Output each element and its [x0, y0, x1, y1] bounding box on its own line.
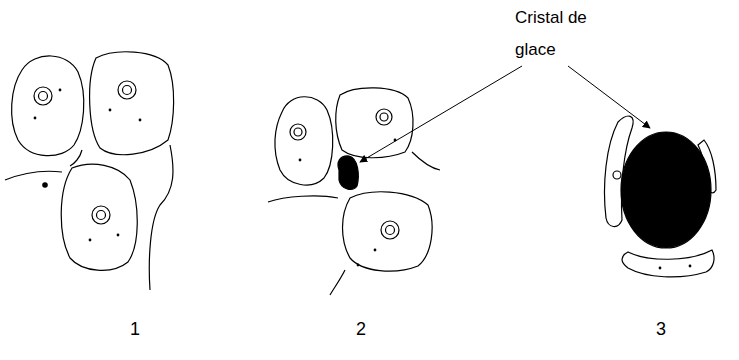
- panel-number: 1: [130, 318, 140, 340]
- cell-group-3: [605, 116, 717, 277]
- callout-label: Cristal de glace: [515, 2, 611, 66]
- cell-group-2: [268, 88, 440, 295]
- panel-number: 2: [356, 318, 366, 340]
- leader-arrow: [568, 66, 650, 128]
- cell-group-1: [5, 52, 174, 290]
- panel-number: 3: [656, 318, 666, 340]
- leader-arrow: [360, 66, 522, 162]
